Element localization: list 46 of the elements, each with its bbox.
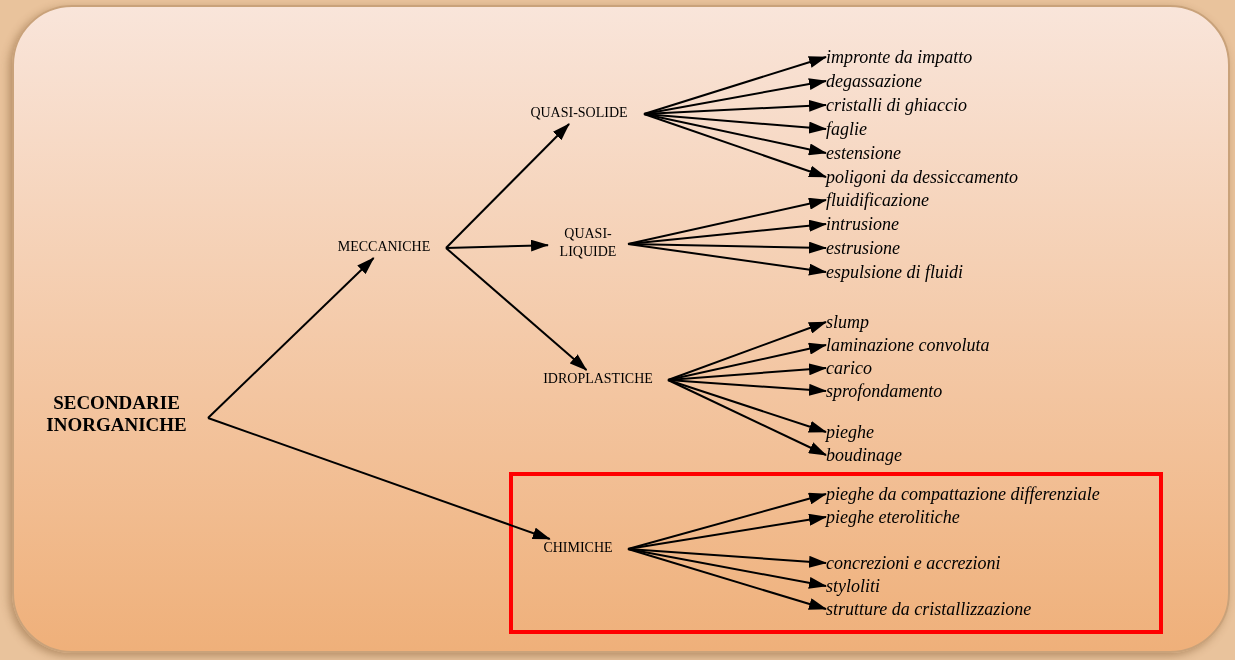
item-label: estensione: [826, 142, 1156, 164]
arrow: [627, 197, 827, 245]
category-title: SECONDARIE INORGANICHE: [25, 392, 208, 444]
item-label: laminazione convoluta: [826, 334, 1156, 356]
arrow: [445, 247, 588, 371]
item-label: fluidificazione: [826, 189, 1156, 211]
arrow: [643, 56, 827, 115]
item-label: carico: [826, 357, 1156, 379]
arrow: [207, 417, 551, 540]
arrow: [667, 342, 827, 381]
category-label: IDROPLASTICHE: [528, 370, 668, 390]
item-label: poligoni da dessiccamento: [826, 166, 1156, 188]
item-label: impronte da impatto: [826, 46, 1156, 68]
highlight-frame: [509, 472, 1163, 634]
category-label: QUASI-SOLIDE: [514, 104, 644, 124]
category-label: CHIMICHE: [528, 539, 628, 559]
arrow: [667, 379, 827, 456]
category-label: MECCANICHE: [322, 238, 446, 258]
arrow: [643, 113, 827, 134]
arrow: [627, 548, 827, 589]
item-label: styloliti: [826, 575, 1156, 597]
item-label: estrusione: [826, 237, 1156, 259]
item-label: pieghe da compattazione differenziale: [826, 483, 1156, 505]
item-label: cristalli di ghiaccio: [826, 94, 1156, 116]
item-label: boudinage: [826, 444, 1156, 466]
item-label: concrezioni e accrezioni: [826, 552, 1156, 574]
arrow: [207, 257, 375, 419]
item-label: degassazione: [826, 70, 1156, 92]
arrow: [667, 379, 827, 433]
item-label: strutture da cristallizzazione: [826, 598, 1156, 620]
item-label: espulsione di fluidi: [826, 261, 1156, 283]
arrow: [643, 113, 827, 178]
item-label: pieghe: [826, 421, 1156, 443]
arrow: [627, 548, 827, 610]
arrow: [627, 492, 827, 550]
arrow: [667, 321, 827, 381]
category-label: QUASI-LIQUIDE: [548, 225, 628, 263]
arrow: [627, 243, 827, 276]
arrow: [445, 123, 571, 249]
item-label: slump: [826, 311, 1156, 333]
item-label: intrusione: [826, 213, 1156, 235]
item-label: pieghe eterolitiche: [826, 506, 1156, 528]
arrow: [667, 379, 827, 396]
arrow: [445, 239, 549, 252]
item-label: sprofondamento: [826, 380, 1156, 402]
item-label: faglie: [826, 118, 1156, 140]
